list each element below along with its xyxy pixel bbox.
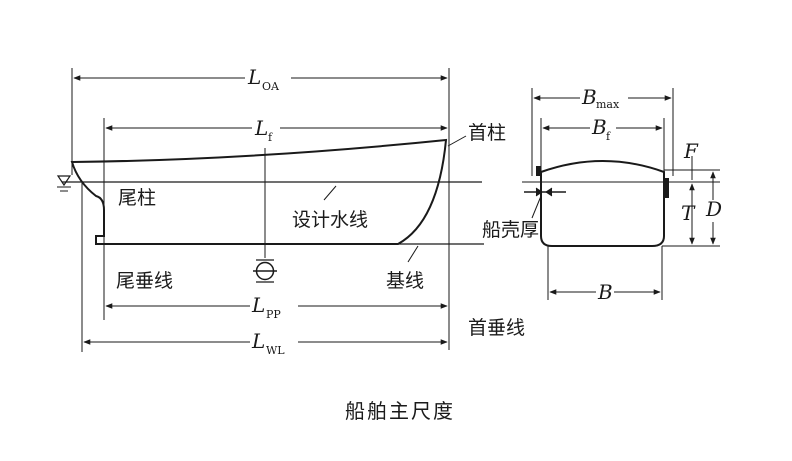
stern-post-label: 尾柱: [118, 187, 156, 209]
forward-perpendicular-label: 首垂线: [468, 317, 525, 339]
lf-subscript: f: [268, 131, 273, 144]
bf-subscript: f: [606, 130, 611, 143]
lpp-label: L PP: [250, 292, 298, 321]
left-fender: [536, 166, 541, 176]
d-label: D: [705, 197, 722, 222]
shell-thickness-leader: [531, 195, 542, 219]
aft-perpendicular-label: 尾垂线: [116, 270, 173, 292]
loa-symbol: L: [247, 65, 261, 89]
lf-symbol: L: [254, 116, 268, 140]
stem-post-leader: [447, 135, 467, 147]
midship-symbol-icon: [253, 259, 277, 283]
hull-profile: [70, 138, 448, 245]
lwl-label: L WL: [250, 328, 298, 357]
bmax-symbol: B: [581, 85, 597, 109]
stem-post-label: 首柱: [468, 122, 506, 144]
f-symbol: F: [683, 139, 699, 163]
bf-symbol: B: [591, 115, 607, 139]
b-symbol: B: [597, 280, 613, 304]
t-symbol: T: [681, 201, 696, 225]
bmax-label: B max: [580, 84, 628, 111]
lf-label: L f: [252, 114, 280, 144]
right-fender: [664, 178, 669, 198]
lpp-symbol: L: [251, 293, 265, 317]
bmax-subscript: max: [596, 98, 620, 111]
baseline-leader: [407, 245, 419, 263]
profile-view: L OA L f L PP L WL 尾柱 设计水线 首柱 尾垂线 基线 首垂线: [56, 64, 525, 357]
d-symbol: D: [705, 197, 722, 221]
loa-label: L OA: [245, 64, 291, 93]
lwl-symbol: L: [251, 329, 265, 353]
bf-label: B f: [590, 114, 616, 143]
shell-thickness-label: 船壳厚: [482, 219, 539, 241]
lpp-subscript: PP: [266, 308, 281, 321]
waterline-leader: [323, 185, 337, 201]
section-view: B max B f B F T D 船壳厚: [482, 84, 722, 304]
figure-caption: 船舶主尺度: [345, 399, 455, 423]
waterline-symbol-icon: [56, 175, 72, 192]
lwl-subscript: WL: [266, 344, 285, 357]
loa-subscript: OA: [262, 80, 280, 93]
b-label: B: [596, 280, 614, 304]
design-waterline-label: 设计水线: [292, 209, 368, 231]
baseline-label: 基线: [386, 270, 424, 292]
hull-section: [540, 160, 665, 247]
